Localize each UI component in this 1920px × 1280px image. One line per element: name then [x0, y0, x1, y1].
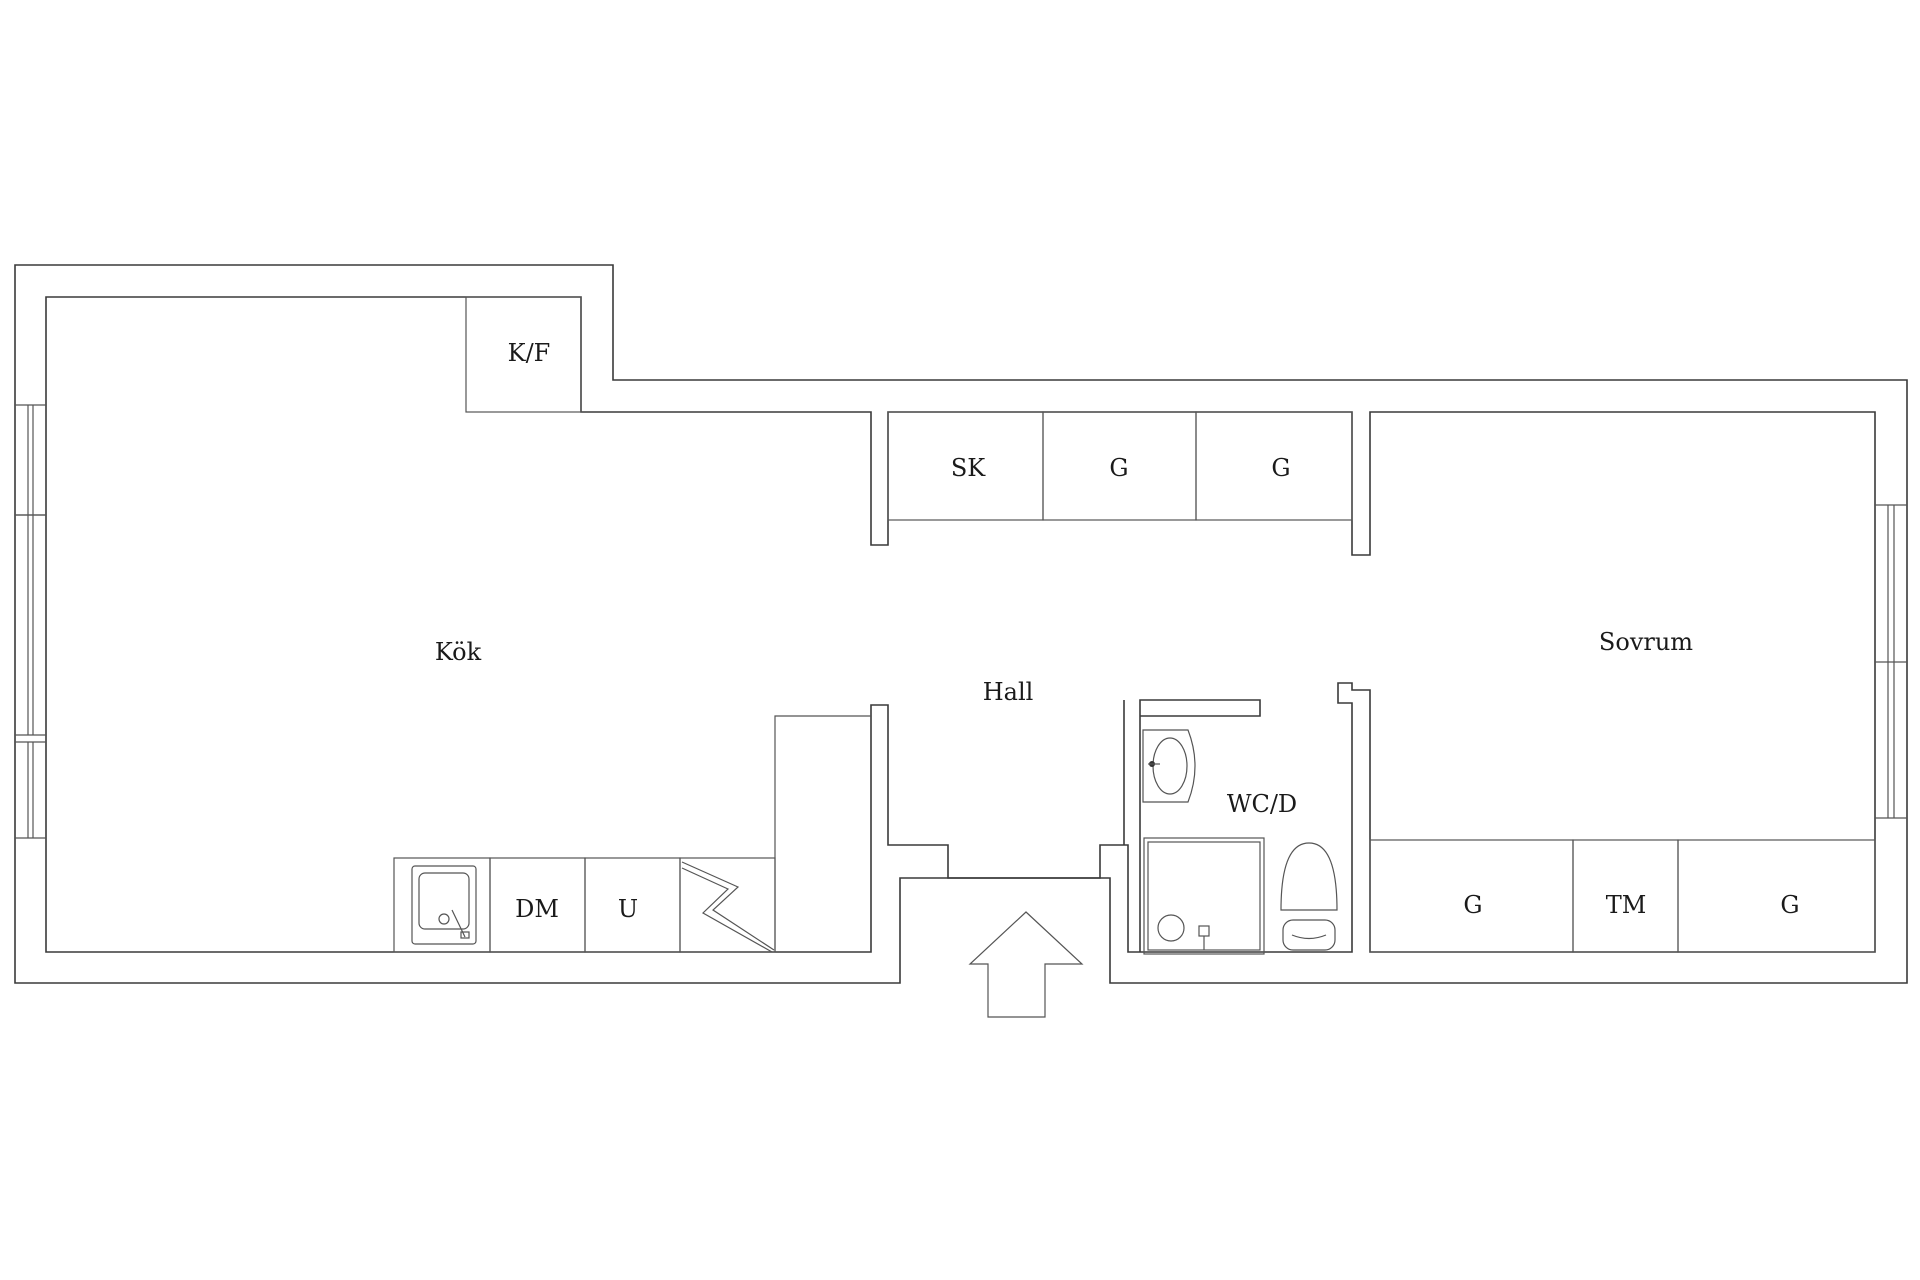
room-label-bathroom: WC/D — [1227, 790, 1297, 818]
fridge-freezer-box — [465, 296, 582, 413]
fridge-freezer-label: K/F — [508, 339, 551, 367]
window-left-1 — [15, 404, 46, 516]
toilet-icon — [1280, 842, 1338, 951]
window-left-2 — [15, 514, 46, 839]
room-label-bedroom: Sovrum — [1599, 628, 1693, 656]
bedroom-closets — [1369, 839, 1876, 953]
inner-wall — [45, 296, 1876, 953]
oven-label: U — [618, 895, 638, 923]
kitchen-counter — [393, 857, 776, 953]
room-label-kitchen: Kök — [435, 638, 482, 666]
wardrobe-hall-2-label: G — [1271, 454, 1290, 482]
room-label-hall: Hall — [983, 678, 1034, 706]
outer-wall — [14, 264, 1908, 984]
wardrobe-bed-1-label: G — [1463, 891, 1482, 919]
kitchen-tall-cabinet — [774, 715, 871, 952]
kitchen-sink-icon — [411, 865, 477, 945]
stove-icon — [681, 861, 775, 953]
washing-machine-label: TM — [1606, 891, 1647, 919]
wardrobe-bed-2-label: G — [1780, 891, 1799, 919]
shower-icon — [1143, 837, 1265, 955]
entrance-arrow-icon — [968, 911, 1084, 1018]
wardrobe-hall-1-label: G — [1109, 454, 1128, 482]
dishwasher-label: DM — [515, 895, 559, 923]
cabinet-sk-label: SK — [951, 454, 986, 482]
window-right — [1875, 504, 1907, 819]
wash-basin-icon — [1142, 729, 1196, 803]
hall-closets — [887, 411, 1353, 521]
